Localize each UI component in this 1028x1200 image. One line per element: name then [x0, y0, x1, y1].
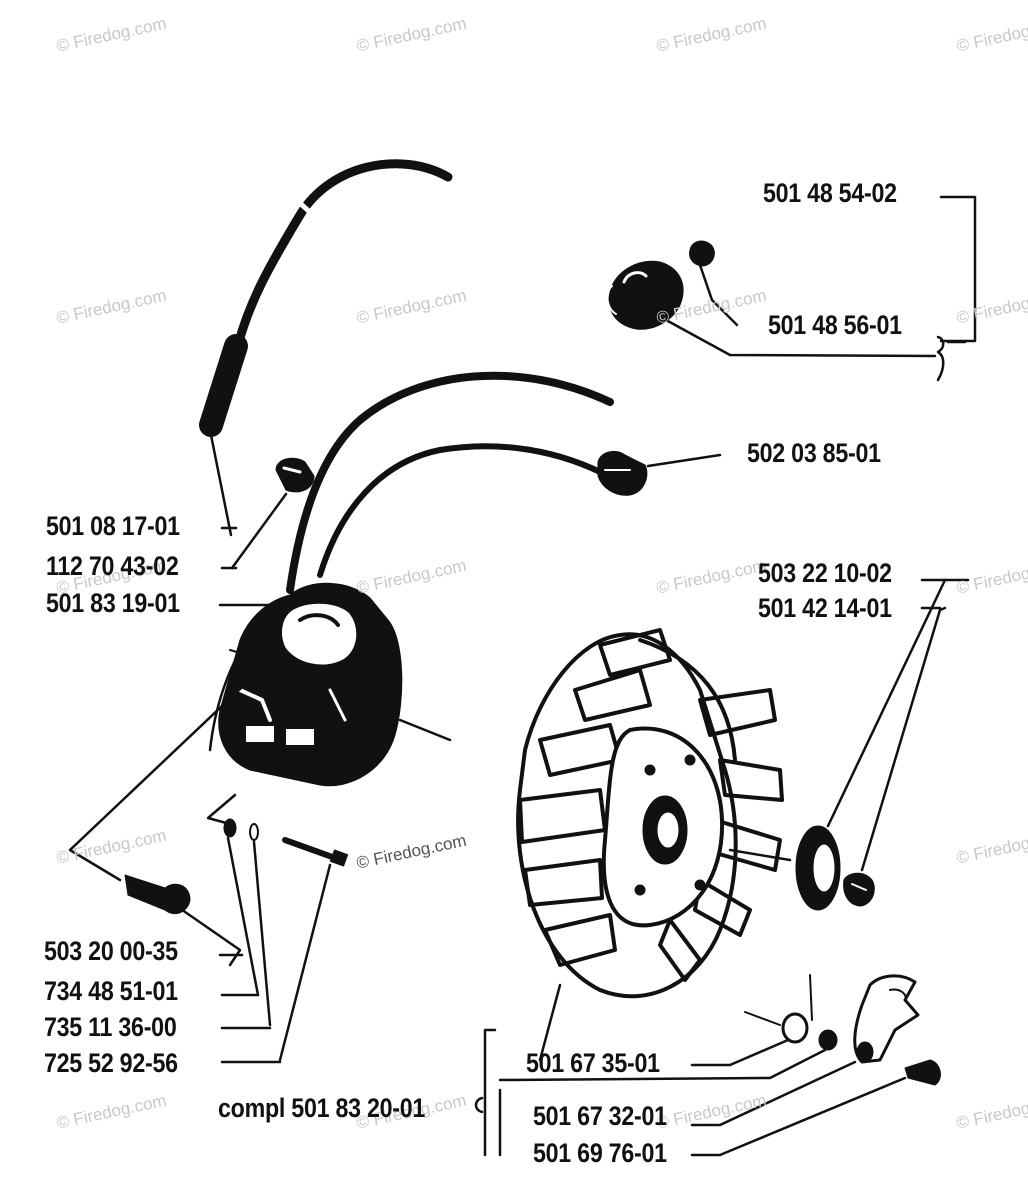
flywheel-drawing [516, 628, 792, 1062]
part-label: 501 67 32-01 [533, 1101, 667, 1131]
nut-drawing [230, 457, 315, 570]
part-label: 502 03 85-01 [747, 438, 881, 468]
part-label: 501 83 19-01 [46, 588, 180, 618]
washer-and-nut-drawing [795, 578, 970, 911]
part-label: 725 52 92-56 [44, 1048, 178, 1078]
part-label: 501 48 56-01 [768, 310, 902, 340]
pawl-assembly-drawing [498, 974, 941, 1157]
screw-and-washers-drawing [124, 818, 349, 1062]
part-label: 503 22 10-02 [758, 558, 892, 588]
part-label: 734 48 51-01 [44, 976, 178, 1006]
part-label: 503 20 00-35 [44, 936, 178, 966]
part-label: 501 08 17-01 [46, 511, 180, 541]
short-circuit-cable-drawing [286, 371, 722, 594]
part-label: 735 11 36-00 [44, 1012, 177, 1042]
ignition-cable-drawing [199, 159, 453, 537]
ignition-module-drawing [208, 582, 452, 787]
part-label: 112 70 43-02 [46, 551, 179, 581]
part-label: 501 48 54-02 [763, 178, 897, 208]
part-label: 501 67 35-01 [526, 1048, 660, 1078]
part-label-assembly: compl 501 83 20-01 [218, 1093, 426, 1123]
spark-plug-cap-drawing [606, 240, 937, 358]
part-label: 501 42 14-01 [758, 593, 892, 623]
part-label: 501 69 76-01 [533, 1138, 667, 1168]
